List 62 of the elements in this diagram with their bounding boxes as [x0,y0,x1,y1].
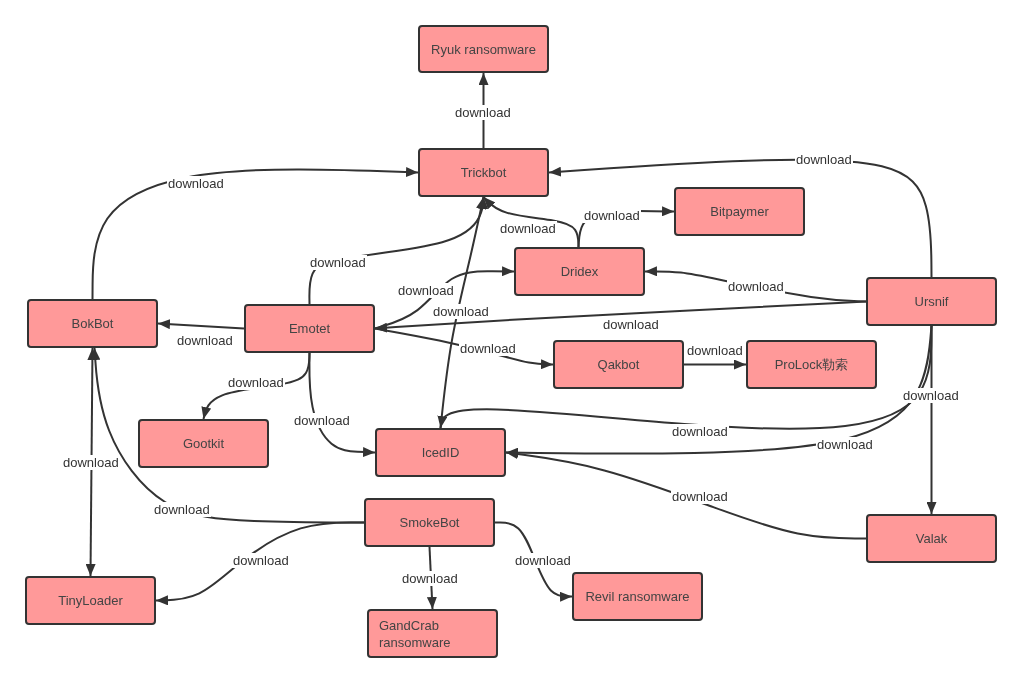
arrow [482,196,580,248]
node-label: Ursnif [914,293,949,310]
edge-label: download [671,423,729,439]
arrow [155,521,365,606]
process-box [138,419,269,468]
process-box [866,277,997,326]
edge-label: download [62,454,120,470]
arrow [926,325,937,515]
edge-label: download [499,220,557,236]
node-label: Ryuk ransomware [431,40,536,58]
edge-label: download [232,552,290,568]
node-label: Bitpaymer [710,203,769,220]
arrow [505,325,933,458]
arrow [683,359,747,370]
edge-label: download [397,282,455,298]
process-box [418,25,549,73]
node-label: Valak [915,530,948,547]
double-arrow [85,347,98,577]
edge-label: download [583,207,641,223]
node-label: BokBot [71,315,114,332]
node-label: IcedID [421,444,460,461]
edge-label: download [309,254,367,270]
process-box [244,304,375,353]
edge-label: download [401,570,459,586]
arrow [308,352,376,458]
process-box [514,247,645,296]
edge-label: download [153,501,211,517]
process-box [367,609,498,658]
node-label: GandCrab ransomware [379,616,452,651]
arrow [157,319,245,330]
edge-label: download [816,436,874,452]
arrow [374,300,867,333]
edge-label: download [167,175,225,191]
process-box [25,576,156,625]
arrow [505,449,867,540]
node-label: Dridex [560,263,599,280]
node-label: Trickbot [460,164,507,181]
edge-label: download [514,552,572,568]
process-box [866,514,997,563]
edge-label: download [432,303,490,319]
arrow [91,167,419,300]
arrow [494,521,573,602]
node-label: Gootkit [182,435,225,452]
process-box [418,148,549,197]
node-label: TinyLoader [58,592,123,609]
process-box [375,428,506,477]
process-box [746,340,877,389]
node-label: SmokeBot [399,514,460,531]
edge-label: download [671,488,729,504]
process-box [553,340,684,389]
process-box [674,187,805,236]
edge-label: download [293,412,351,428]
edge-label: download [727,278,785,294]
process-box [27,299,158,348]
node-label: Revil ransomware [585,588,690,605]
node-label: ProLock勒索 [774,356,849,373]
node-label: Qakbot [597,356,640,373]
edge-label: download [902,387,960,403]
node-label: Emotet [288,320,331,337]
process-box [572,572,703,621]
process-box [364,498,495,547]
edge-label: download [454,104,512,120]
